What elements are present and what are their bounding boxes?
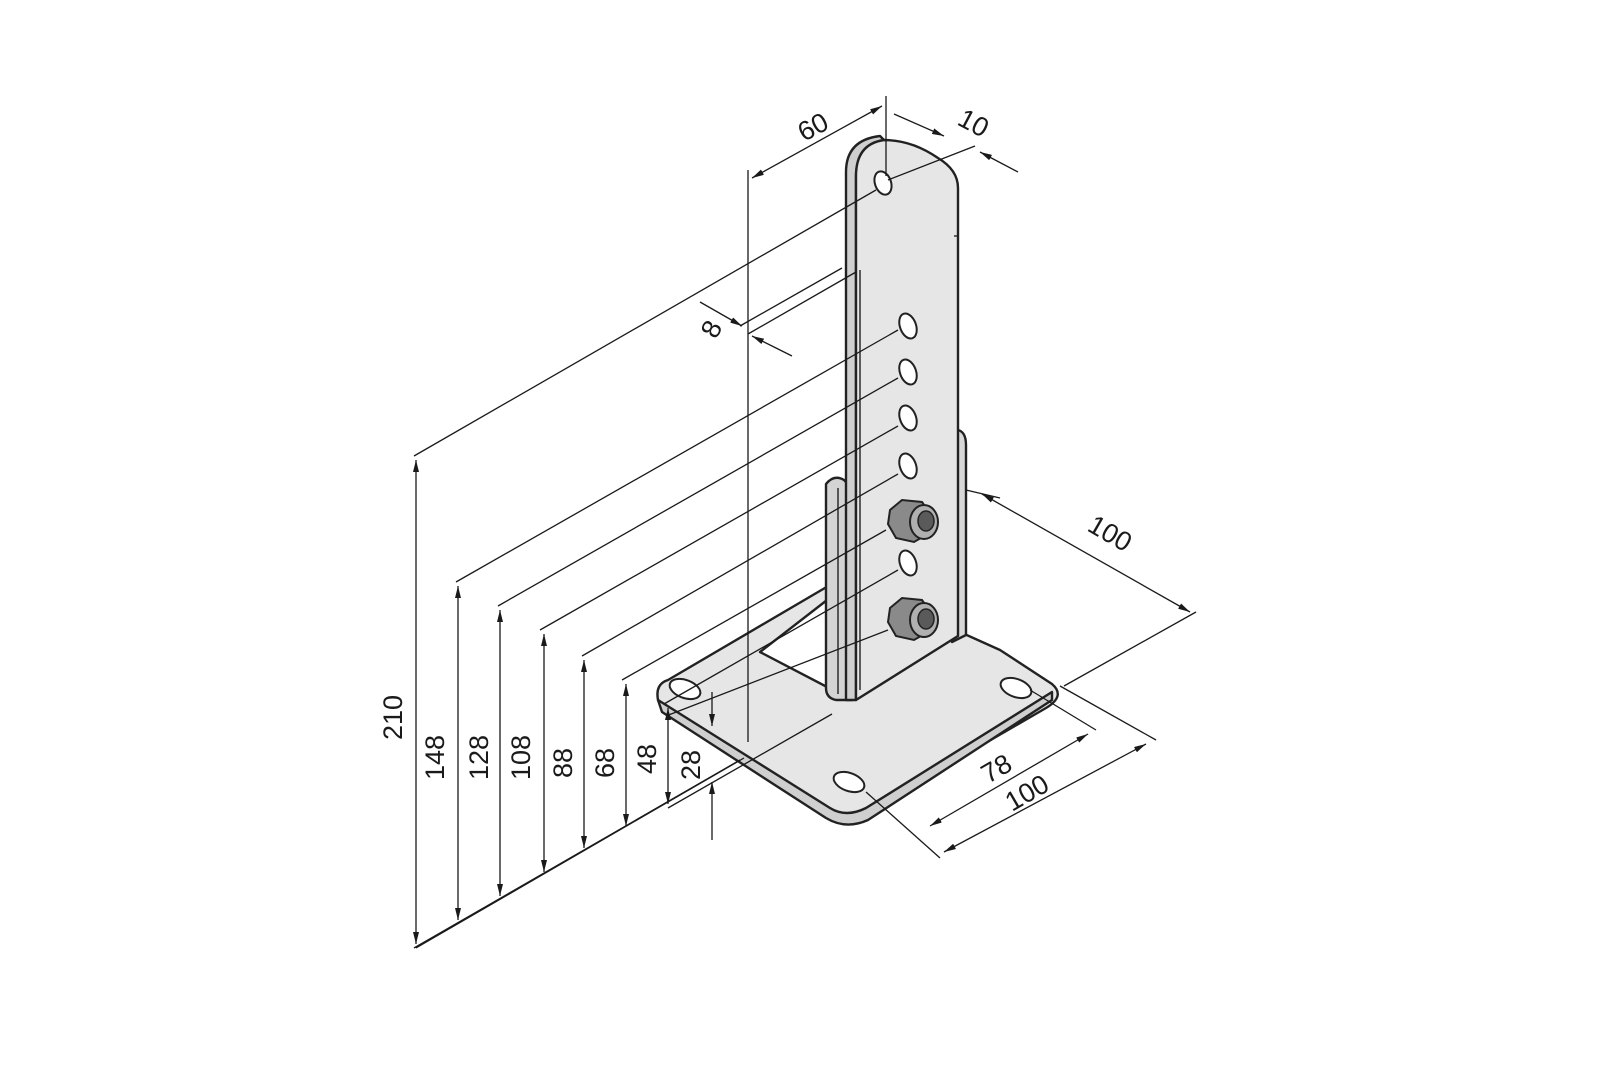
dim-100-depth-line	[981, 493, 1191, 613]
dim-10-label: 10	[953, 103, 994, 144]
nut-upper	[886, 498, 939, 544]
hole-2	[898, 358, 918, 386]
dim-68-label: 68	[590, 748, 620, 778]
dim-88-label: 88	[548, 748, 578, 778]
hole-5	[898, 549, 918, 577]
hole-1	[898, 312, 918, 340]
base-plate-edge	[656, 690, 1054, 826]
base-hole-front	[832, 770, 866, 794]
nut-lower	[886, 596, 939, 642]
hole-3	[898, 404, 918, 432]
dim-108-label: 108	[506, 735, 536, 780]
dim-128-label: 128	[464, 735, 494, 780]
hole-4	[898, 452, 918, 480]
base-hole-left	[668, 677, 702, 701]
dim-78-label: 78	[976, 748, 1017, 789]
dim-48-label: 48	[632, 744, 662, 774]
dimension-lines	[413, 96, 1197, 949]
dim-210-label: 210	[378, 695, 408, 740]
dim-100-width-line	[943, 743, 1147, 853]
base-hole-right	[999, 676, 1033, 700]
dim-8-label: 8	[695, 315, 729, 342]
dim-148-label: 148	[420, 735, 450, 780]
dim-100-depth-label: 100	[1083, 509, 1137, 558]
dim-60-label: 60	[793, 107, 834, 148]
dim-28-label: 28	[676, 750, 706, 780]
dim-60-line	[751, 105, 883, 179]
